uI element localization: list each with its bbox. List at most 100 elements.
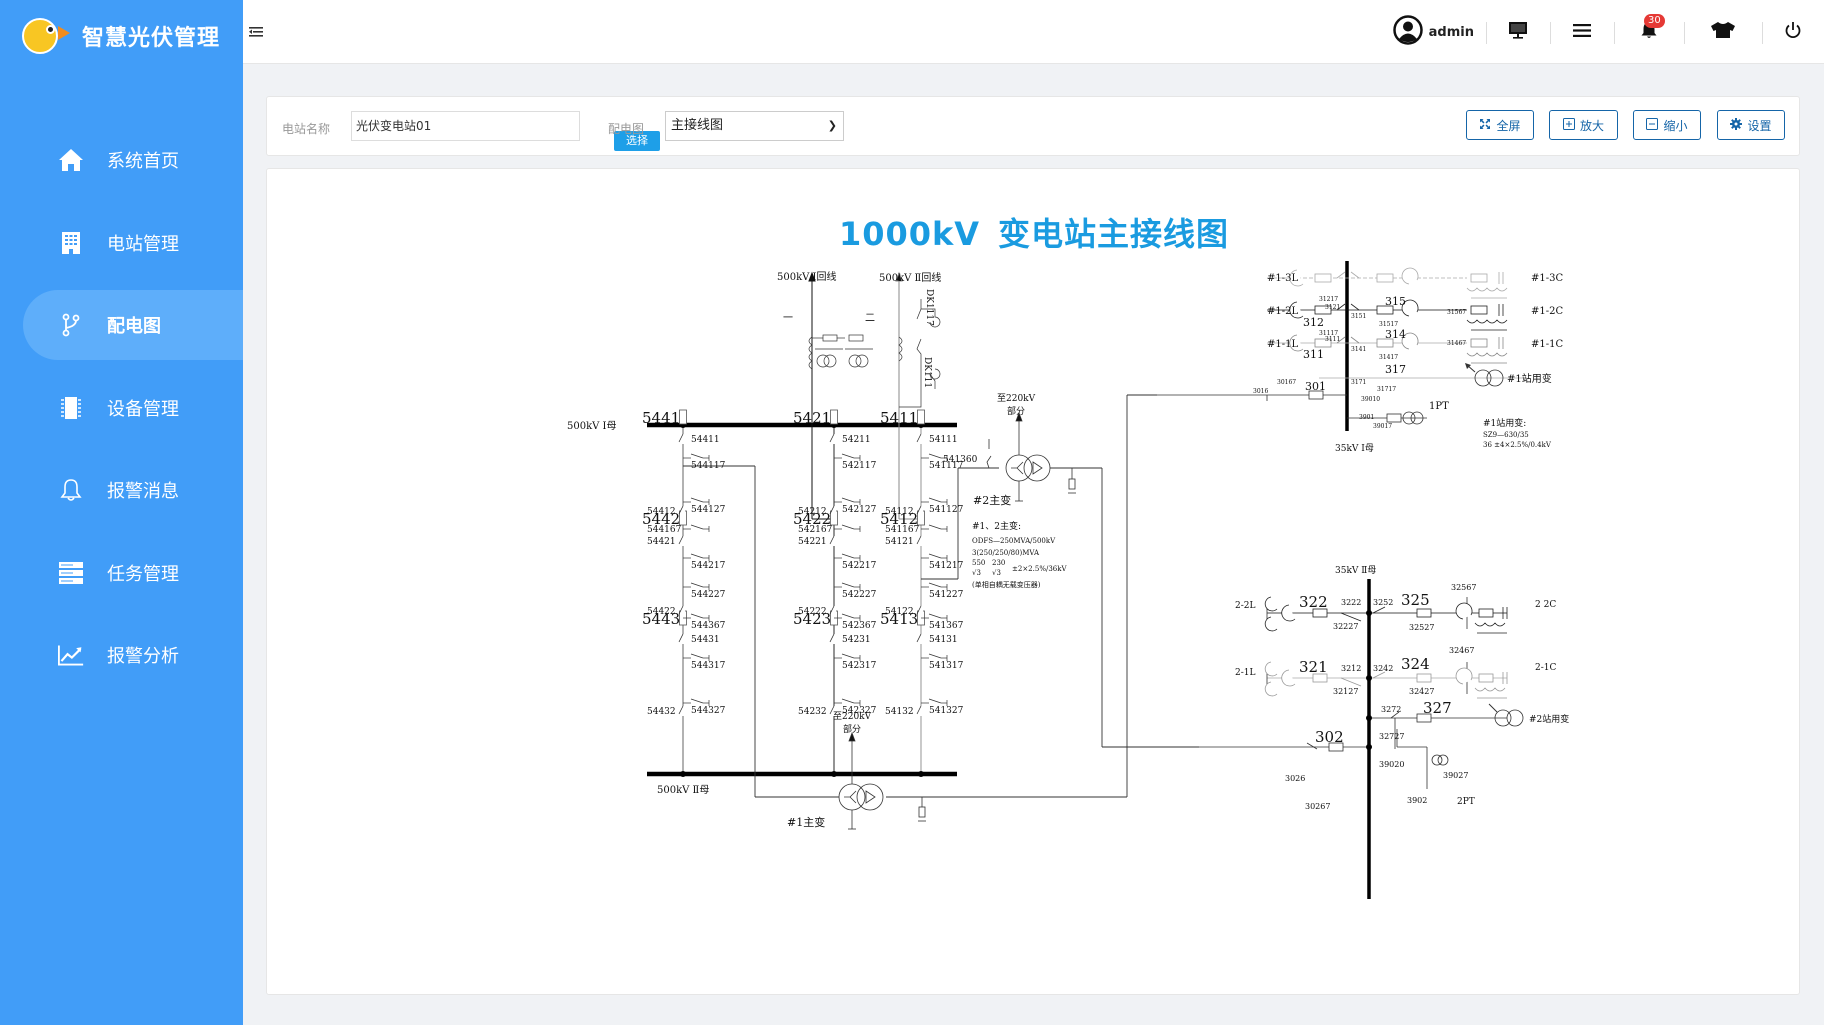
breaker-label: 5423 [793, 610, 831, 628]
sidebar-toggle-icon[interactable] [249, 24, 265, 38]
sidebar-item-home[interactable]: 系统首页 [0, 125, 243, 195]
duck-logo-icon [22, 16, 70, 56]
switch-54412[interactable] [678, 505, 685, 516]
notifications-button[interactable]: 30 [1614, 0, 1684, 64]
sidebar-item-task-management[interactable]: 任务管理 [0, 538, 243, 608]
switch-label: 544317 [691, 661, 726, 671]
feeder-equipment[interactable] [1289, 267, 1508, 299]
switch-54221[interactable] [829, 535, 836, 546]
switch-544167[interactable] [683, 524, 710, 532]
switch-542367[interactable] [834, 613, 861, 621]
switch-541327[interactable] [921, 698, 948, 706]
switch-54231[interactable] [829, 633, 836, 644]
switch-label: 3026 [1285, 774, 1305, 783]
switch-544217[interactable] [683, 553, 710, 561]
switch-542327[interactable] [834, 698, 861, 706]
switch-54131[interactable] [916, 633, 923, 644]
switch-541367[interactable] [921, 613, 948, 621]
switch-label: 544227 [691, 590, 726, 600]
zoom-in-button[interactable]: 放大 [1549, 110, 1618, 140]
feeder-label: 2-1L [1235, 668, 1255, 678]
feeder-equipment[interactable] [1264, 596, 1508, 634]
switch-54211[interactable] [829, 433, 836, 444]
sidebar-item-equipment[interactable]: 设备管理 [0, 373, 243, 443]
switch-541317[interactable] [921, 653, 948, 661]
settings-button[interactable]: 设置 [1717, 110, 1785, 140]
feeder-label: #1-1L [1267, 339, 1298, 350]
sidebar-item-station[interactable]: 电站管理 [0, 208, 243, 278]
switch-54411[interactable] [678, 433, 685, 444]
switch-544227[interactable] [683, 582, 710, 590]
breaker-5421[interactable] [830, 409, 838, 425]
sidebar-item-distribution-diagram[interactable]: 配电图 [23, 290, 243, 360]
switch-544367[interactable] [683, 613, 710, 621]
switch-544327[interactable] [683, 698, 710, 706]
breaker-302-equipment[interactable] [1306, 729, 1428, 789]
sidebar-nav: 系统首页 电站管理 配电图 设备管理 报警消息 [0, 125, 243, 703]
switch-54222[interactable] [829, 605, 836, 616]
switch-54132[interactable] [916, 705, 923, 716]
switch-542317[interactable] [834, 653, 861, 661]
app-logo[interactable]: 智慧光伏管理 [22, 16, 220, 56]
switch-54421[interactable] [678, 535, 685, 546]
user-menu[interactable]: admin [1373, 0, 1486, 64]
switch-542127[interactable] [834, 497, 861, 505]
breaker-5441[interactable] [679, 409, 687, 425]
switch-541117[interactable] [921, 453, 948, 461]
station-tx-1-arrow[interactable] [1465, 363, 1476, 373]
breaker-5411[interactable] [917, 409, 925, 425]
switch-54121[interactable] [916, 535, 923, 546]
switch-542217[interactable] [834, 553, 861, 561]
app-name: 智慧光伏管理 [82, 26, 221, 51]
switch-54431[interactable] [678, 633, 685, 644]
select-station-button[interactable]: 选择 [614, 131, 660, 151]
switch-54111[interactable] [916, 433, 923, 444]
plus-square-icon [1562, 117, 1575, 133]
switch-541217[interactable] [921, 553, 948, 561]
zoom-out-button[interactable]: 缩小 [1633, 110, 1701, 140]
diagram-title-kv: 1000kV [838, 215, 981, 253]
switch-544127[interactable] [683, 497, 710, 505]
switch-54422[interactable] [678, 605, 685, 616]
switch-54232[interactable] [829, 705, 836, 716]
station-name-input[interactable]: 光伏变电站01 选择 [351, 111, 660, 151]
switch-541127[interactable] [921, 497, 948, 505]
diagram-type-select[interactable]: 主接线图 ❯ [665, 111, 844, 141]
switch-544117[interactable] [683, 453, 710, 461]
logout-button[interactable] [1762, 0, 1824, 64]
breaker-label: 301 [1305, 380, 1326, 393]
switch-54212[interactable] [829, 505, 836, 516]
switch-542227[interactable] [834, 582, 861, 590]
switch-54432[interactable] [678, 705, 685, 716]
pt-1-equipment[interactable] [1266, 390, 1402, 423]
main-transformer-1[interactable] [838, 731, 926, 830]
sidebar-item-alarm-analysis[interactable]: 报警分析 [0, 620, 243, 690]
switch-542117[interactable] [834, 453, 861, 461]
main-transformer-2[interactable] [986, 411, 1076, 502]
switch-54112[interactable] [916, 505, 923, 516]
feeder-label: 2 2C [1535, 600, 1556, 610]
switch-label: 54132 [885, 707, 914, 717]
dk1117-label: DK1117 [924, 289, 934, 326]
switch-541227[interactable] [921, 582, 948, 590]
station-transformer-2[interactable] [1431, 709, 1524, 766]
switch-544317[interactable] [683, 653, 710, 661]
switch-542167[interactable] [834, 524, 861, 532]
feeder-equipment[interactable] [1264, 661, 1508, 699]
station-transformer-1-label: #1站用变 [1507, 372, 1552, 385]
station-transformer-1[interactable] [1402, 369, 1504, 425]
switch-54122[interactable] [916, 605, 923, 616]
feeder-equipment[interactable] [1289, 299, 1508, 331]
switch-541167[interactable] [921, 524, 948, 532]
switch-label: 542317 [842, 661, 877, 671]
transformer-spec-2: 3(250/250/80)MVA [972, 549, 1040, 557]
sidebar-item-alarm-messages[interactable]: 报警消息 [0, 455, 243, 525]
fullscreen-button[interactable]: 全屏 [1466, 110, 1534, 140]
screen-button[interactable] [1486, 0, 1550, 64]
single-line-diagram[interactable]: 500kV Ⅰ母 500kV Ⅱ母 [267, 169, 1801, 996]
feeder-equipment[interactable] [1289, 332, 1508, 364]
sidebar-item-label: 电站管理 [107, 233, 179, 255]
menu-button[interactable] [1550, 0, 1614, 64]
theme-button[interactable] [1684, 0, 1762, 64]
station-tx-2-equipment[interactable] [1390, 703, 1498, 749]
